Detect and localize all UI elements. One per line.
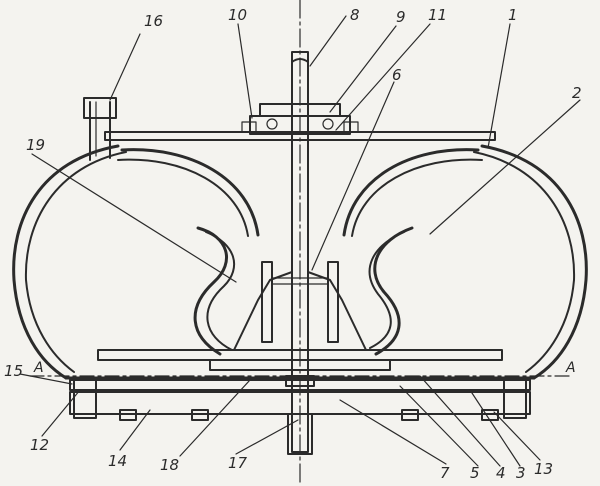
part-label-19: 19 bbox=[26, 136, 45, 154]
part-label-16: 16 bbox=[144, 12, 163, 30]
part-label-12: 12 bbox=[30, 436, 49, 454]
rotor-disc bbox=[97, 349, 503, 371]
drive-shaft bbox=[291, 51, 309, 453]
part-label-5: 5 bbox=[470, 464, 480, 482]
bearing-housing bbox=[241, 103, 359, 135]
top-cover bbox=[104, 131, 496, 141]
part-label-7: 7 bbox=[440, 464, 450, 482]
part-label-8: 8 bbox=[350, 6, 360, 24]
part-label-18: 18 bbox=[160, 456, 179, 474]
part-label-15: 15 bbox=[4, 362, 23, 380]
outlet-pipe bbox=[287, 413, 313, 455]
torus-shell-right bbox=[342, 144, 588, 380]
part-label-1: 1 bbox=[508, 6, 518, 24]
part-label-3: 3 bbox=[516, 464, 526, 482]
part-label-14: 14 bbox=[108, 452, 127, 470]
part-label-9: 9 bbox=[396, 8, 406, 26]
section-mark-left: A bbox=[33, 360, 44, 376]
inlet-pipe bbox=[83, 97, 117, 161]
part-label-11: 11 bbox=[428, 6, 447, 24]
part-label-2: 2 bbox=[572, 84, 582, 102]
torus-shell-left bbox=[12, 144, 260, 380]
part-label-10: 10 bbox=[228, 6, 247, 24]
section-mark-right: A bbox=[565, 360, 576, 376]
leader-lines bbox=[19, 15, 581, 467]
part-label-4: 4 bbox=[496, 464, 506, 482]
part-labels: 16 10 8 9 11 1 6 2 19 15 12 14 18 17 7 5… bbox=[4, 6, 582, 482]
part-label-13: 13 bbox=[534, 460, 553, 478]
section-line: A A bbox=[29, 360, 576, 377]
part-label-6: 6 bbox=[392, 66, 402, 84]
part-label-17: 17 bbox=[228, 454, 248, 472]
